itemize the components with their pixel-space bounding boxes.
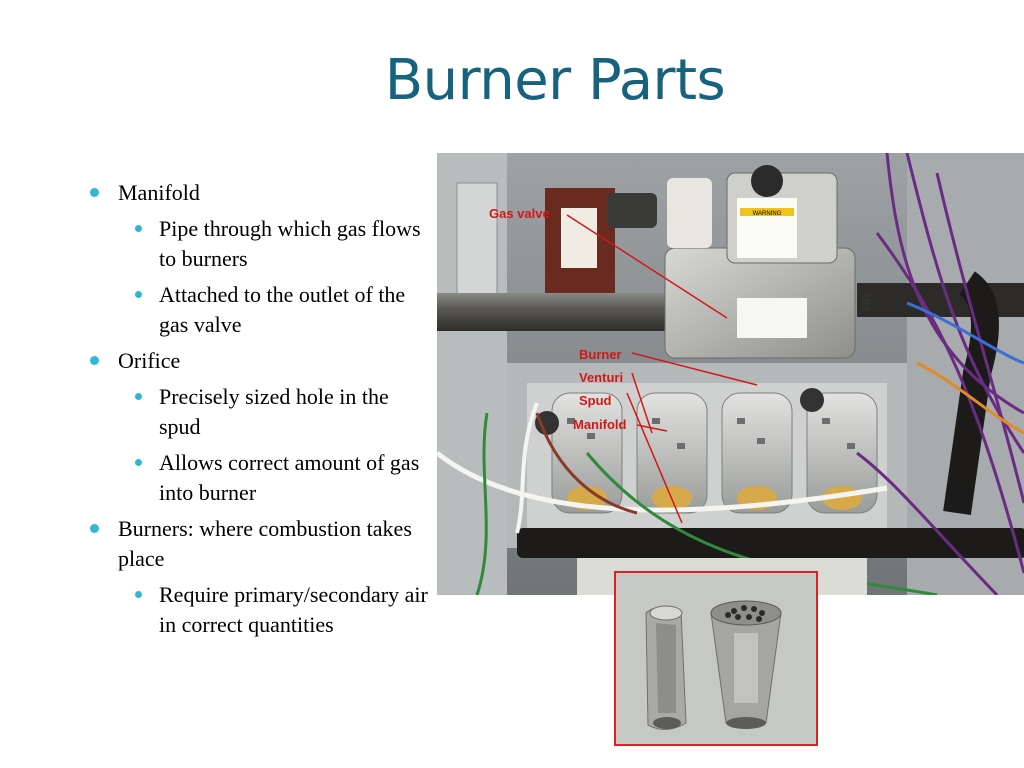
burner-assembly-illustration: WARNING NH [437, 153, 1024, 595]
sub-bullet: Precisely sized hole in the spud [88, 382, 433, 442]
bullet-dot-icon [135, 225, 142, 232]
bullet-dot-icon [135, 591, 142, 598]
bullet-dot-icon [135, 291, 142, 298]
gas-pipe [437, 293, 687, 331]
sub-bullet-text: Allows correct amount of gas into burner [159, 450, 420, 505]
bullet-list: Manifold Pipe through which gas flows to… [88, 178, 433, 646]
spud-burner-inset-photo [614, 571, 818, 746]
bullet-burners: Burners: where combustion takes place [88, 514, 433, 574]
annotation-manifold: Manifold [573, 417, 626, 432]
bullet-text: Manifold [118, 180, 200, 205]
valve-warning-label: WARNING [753, 211, 782, 217]
sub-bullet-text: Precisely sized hole in the spud [159, 384, 389, 439]
annotation-spud: Spud [579, 393, 612, 408]
venturi-tube [645, 605, 687, 730]
bullet-dot-icon [90, 524, 99, 533]
sub-bullet: Pipe through which gas flows to burners [88, 214, 433, 274]
sub-bullet-text: Require primary/secondary air in correct… [159, 582, 428, 637]
sub-bullet: Require primary/secondary air in correct… [88, 580, 433, 640]
bullet-manifold: Manifold [88, 178, 433, 208]
sub-bullet-text: Attached to the outlet of the gas valve [159, 282, 406, 337]
bullet-text: Orifice [118, 348, 181, 373]
annotation-venturi: Venturi [579, 370, 623, 385]
annotation-burner: Burner [579, 347, 622, 362]
annotation-arrows [566, 214, 758, 524]
sub-bullet: Attached to the outlet of the gas valve [88, 280, 433, 340]
nh-label: NH [859, 293, 873, 310]
gas-valve: WARNING NH [607, 165, 873, 359]
annotation-gas-valve: Gas valve [489, 206, 550, 221]
burner-assembly-photo: WARNING NH [437, 153, 1024, 595]
manifold-pipe [517, 528, 1024, 558]
spud-burner-illustration [616, 573, 816, 744]
burner-head [710, 600, 782, 729]
bullet-text: Burners: where combustion takes place [118, 516, 412, 571]
bullet-dot-icon [135, 459, 142, 466]
wiring [437, 153, 1024, 595]
sub-bullet-text: Pipe through which gas flows to burners [159, 216, 421, 271]
bullet-dot-icon [135, 393, 142, 400]
bullet-orifice: Orifice [88, 346, 433, 376]
bullet-dot-icon [90, 356, 99, 365]
bullet-dot-icon [90, 188, 99, 197]
sub-bullet: Allows correct amount of gas into burner [88, 448, 433, 508]
slide-title: Burner Parts [384, 48, 726, 113]
